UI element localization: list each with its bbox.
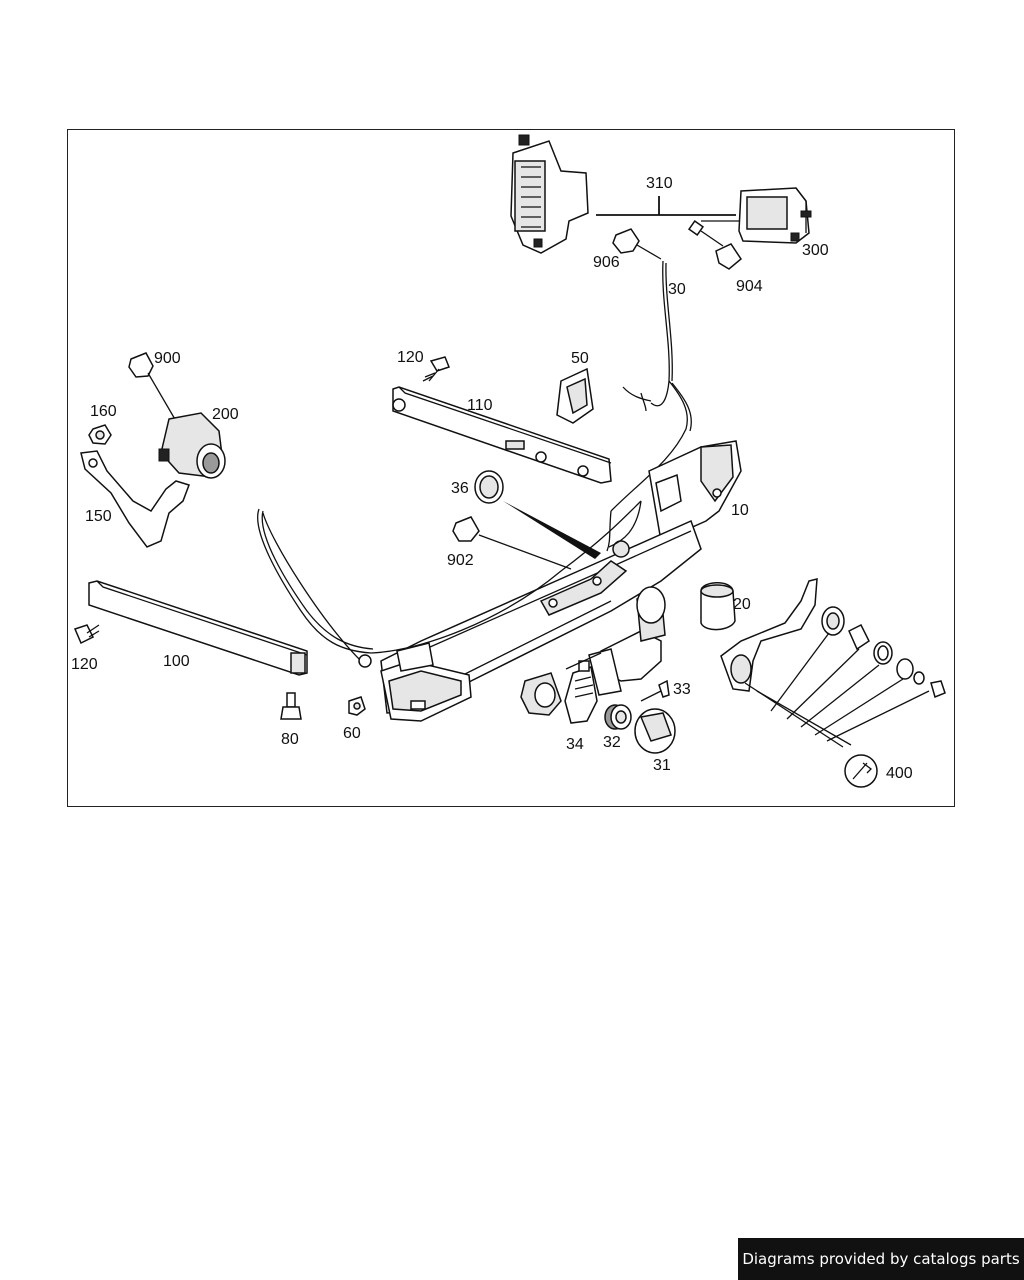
callout-36: 36	[451, 480, 469, 497]
callout-120-left: 120	[71, 656, 98, 673]
callout-906: 906	[593, 254, 620, 271]
callout-50: 50	[571, 350, 589, 367]
nut-160[interactable]	[88, 424, 112, 445]
callout-150: 150	[85, 508, 112, 525]
plate-50[interactable]	[556, 367, 594, 424]
wire-harness-30[interactable]	[610, 260, 692, 512]
footer-badge: Diagrams provided by catalogs parts	[738, 1238, 1024, 1280]
diagram-frame: 310 300 904 906	[67, 129, 955, 807]
socket-34[interactable]	[520, 652, 602, 724]
callout-10: 10	[731, 502, 749, 519]
callout-60: 60	[343, 725, 361, 742]
ring-32[interactable]	[604, 704, 632, 730]
bolt-120-left[interactable]	[73, 624, 100, 645]
callout-34: 34	[566, 736, 584, 753]
callout-902: 902	[447, 552, 474, 569]
towbar-frame-10[interactable]	[380, 440, 742, 722]
callout-110: 110	[467, 397, 493, 414]
screw-33[interactable]	[640, 679, 670, 702]
bracket-150[interactable]	[80, 450, 190, 548]
callout-310: 310	[646, 175, 673, 192]
callout-300: 300	[802, 242, 829, 259]
footer-text: Diagrams provided by catalogs parts	[742, 1250, 1020, 1268]
connector-906[interactable]	[612, 228, 662, 260]
cover-31[interactable]	[634, 708, 676, 754]
wire-harness-loop[interactable]	[257, 500, 642, 668]
callout-20: 20	[733, 596, 751, 613]
callout-31: 31	[653, 757, 671, 774]
connector-904[interactable]	[687, 219, 742, 270]
callout-160: 160	[90, 403, 117, 420]
hardware-kit-400[interactable]	[720, 578, 946, 788]
bolt-80[interactable]	[280, 692, 302, 720]
control-unit-module[interactable]	[510, 134, 589, 254]
callout-120-top: 120	[397, 349, 424, 366]
module-300[interactable]	[738, 187, 812, 244]
callout-904: 904	[736, 278, 763, 295]
callout-100: 100	[163, 653, 190, 670]
parts-diagram: 310 300 904 906	[71, 134, 946, 788]
callout-32: 32	[603, 734, 621, 751]
crossmember-110[interactable]	[392, 386, 612, 484]
callout-400: 400	[886, 765, 913, 782]
callout-33: 33	[673, 681, 691, 698]
callout-80: 80	[281, 731, 299, 748]
grommet-36[interactable]	[474, 470, 601, 559]
connector-900[interactable]	[128, 352, 177, 422]
nut-60[interactable]	[348, 696, 366, 716]
callout-900: 900	[154, 350, 181, 367]
callout-200: 200	[212, 406, 239, 423]
connector-902[interactable]	[452, 516, 572, 570]
cap-20[interactable]	[700, 582, 736, 631]
crossmember-100[interactable]	[88, 580, 308, 676]
leader-310	[596, 196, 736, 216]
bolt-120-top[interactable]	[422, 356, 450, 382]
callout-30: 30	[668, 281, 686, 298]
socket-200[interactable]	[158, 412, 226, 479]
